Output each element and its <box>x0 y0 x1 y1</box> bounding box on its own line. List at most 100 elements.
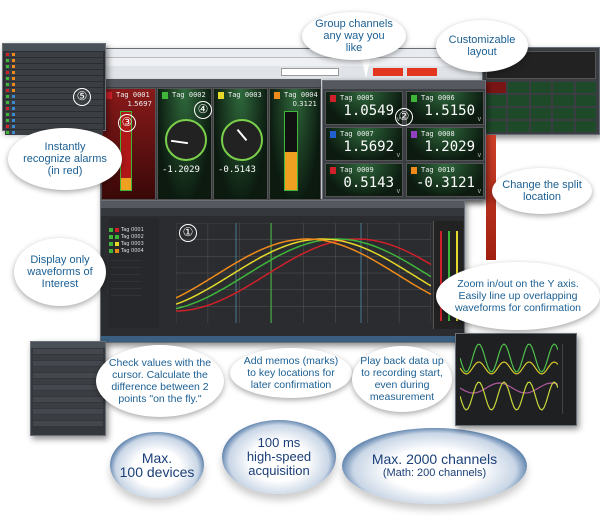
tag-label: Tag 0004 <box>284 91 318 99</box>
start-button[interactable] <box>373 68 403 76</box>
callout-customizable-layout: Customizable layout <box>436 20 528 72</box>
meter-tile-tag-0004[interactable]: Tag 0004 0.3121 <box>269 88 321 200</box>
legend-item-hidden[interactable] <box>111 261 141 268</box>
alarm-row[interactable] <box>5 106 103 111</box>
alarm-row[interactable] <box>5 64 103 69</box>
legend-item-hidden[interactable] <box>111 275 141 282</box>
unit-label: V <box>477 153 481 159</box>
callout-display-waveforms: Display only waveforms of Interest <box>14 238 106 306</box>
alarm-row[interactable] <box>5 76 103 81</box>
channel-color <box>411 167 417 174</box>
alarm-row[interactable] <box>5 94 103 99</box>
channel-color <box>106 92 112 99</box>
alarm-row[interactable] <box>5 100 103 105</box>
checkbox[interactable] <box>109 234 113 239</box>
alarm-row[interactable] <box>5 70 103 75</box>
thumb-tile <box>508 108 529 119</box>
alarm-row[interactable] <box>5 112 103 117</box>
red-status-strip <box>486 135 496 260</box>
waveform-plot[interactable] <box>176 223 431 323</box>
legend-item-hidden[interactable] <box>111 268 141 275</box>
needle <box>236 128 248 142</box>
callout-split-location: Change the split location <box>492 168 592 214</box>
channel-select[interactable] <box>281 68 339 76</box>
thumb-tile <box>486 95 507 106</box>
tag-label: Tag 0010 <box>421 166 455 174</box>
callout-playback: Play back data up to recording start, ev… <box>352 346 452 412</box>
feature-max-channels: Max. 2000 channels(Math: 200 channels) <box>342 428 527 504</box>
thumb-tile <box>575 108 596 119</box>
alarm-row[interactable] <box>5 124 103 129</box>
feature-text: acquisition <box>248 463 310 478</box>
digital-value: 1.5150 <box>424 103 475 119</box>
alarm-row[interactable] <box>5 82 103 87</box>
feature-text: 100 ms <box>257 435 301 450</box>
cursor-table-row <box>33 421 103 426</box>
cursor-table-row <box>33 391 103 396</box>
checkbox[interactable] <box>109 241 113 246</box>
stop-button[interactable] <box>407 68 437 76</box>
callout-text: Play back data up to recording start, ev… <box>360 355 444 403</box>
feature-text: 100 devices <box>119 464 195 480</box>
playback-axis <box>562 344 574 414</box>
cursor-table-row <box>33 355 103 360</box>
checkbox[interactable] <box>109 227 113 232</box>
meter-tabs[interactable] <box>101 79 321 87</box>
playback-window <box>455 333 577 426</box>
thumb-tile <box>530 121 552 132</box>
alarm-row[interactable] <box>5 52 103 57</box>
legend-item[interactable]: Tag 0004 <box>109 247 159 254</box>
digital-tabs[interactable] <box>323 81 485 89</box>
waveform-series <box>176 238 431 310</box>
toolbar[interactable] <box>101 66 484 78</box>
graph-tabs[interactable] <box>101 201 464 208</box>
legend-item-hidden[interactable] <box>111 282 141 289</box>
callout-group-channels: Group channels any way you like <box>302 12 406 60</box>
cursor-table-title <box>31 342 105 348</box>
cursor-table-window <box>30 341 106 436</box>
digital-value: 1.2029 <box>424 139 475 155</box>
meter-value: 0.3121 <box>292 100 318 108</box>
alarm-row[interactable] <box>5 118 103 123</box>
thumb-tile <box>553 82 574 93</box>
time-scrollbar[interactable] <box>101 336 464 342</box>
callout-text: Change the split location <box>502 179 582 203</box>
thumb-tile <box>486 82 507 93</box>
meter-tile-tag-0002[interactable]: Tag 0002 -1.2029 ④ <box>157 88 212 200</box>
meter-tile-tag-0003[interactable]: Tag 0003 -0.5143 <box>213 88 268 200</box>
needle <box>170 139 189 145</box>
thumb-tile <box>575 121 596 132</box>
cursor-table-row <box>33 397 103 402</box>
alarm-row[interactable] <box>5 88 103 93</box>
legend-item-hidden[interactable] <box>111 254 141 261</box>
channel-color <box>218 92 224 99</box>
playback-series <box>460 361 558 375</box>
alarm-row[interactable] <box>5 58 103 63</box>
dial-gauge <box>165 119 207 161</box>
legend-item[interactable]: Tag 0003 <box>109 240 159 247</box>
playback-series <box>460 343 558 373</box>
channel-color <box>330 95 336 102</box>
callout-cursor: Check values with the cursor. Calculate … <box>96 345 224 417</box>
graph-toolbar[interactable] <box>101 208 464 216</box>
thumb-tile <box>486 108 507 119</box>
callout-text: Instantly recognize alarms (in red) <box>23 141 107 177</box>
channel-color <box>330 167 336 174</box>
callout-text: Display only waveforms of Interest <box>27 254 93 290</box>
checkbox[interactable] <box>109 248 113 253</box>
bar-gauge <box>284 111 298 191</box>
legend-item-hidden[interactable] <box>111 289 141 296</box>
menu-bar[interactable] <box>101 58 484 66</box>
legend-item[interactable]: Tag 0001 <box>109 226 159 233</box>
legend-item[interactable]: Tag 0002 <box>109 233 159 240</box>
legend-label: Tag 0001 <box>121 226 144 233</box>
